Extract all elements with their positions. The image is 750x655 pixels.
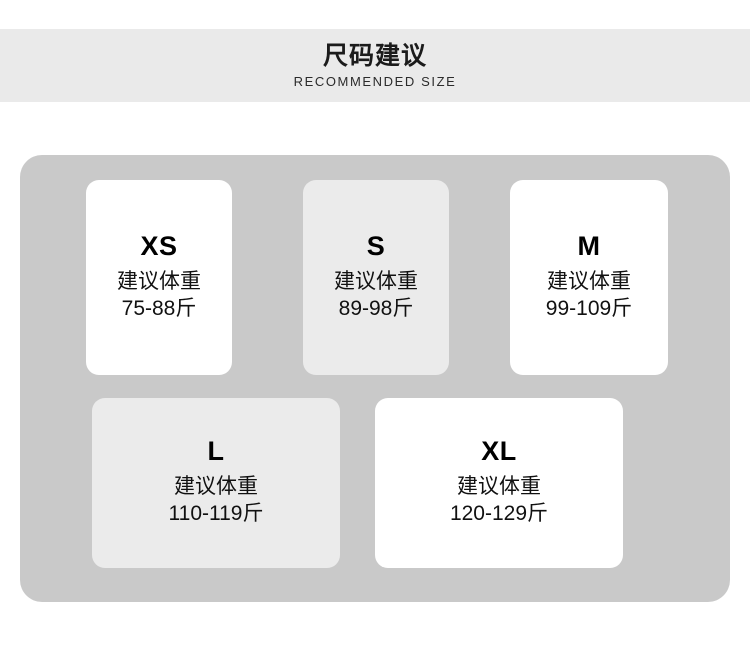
size-card-xl-size: XL [481,436,517,467]
size-card-m-size: M [577,230,601,261]
size-card-m-label: 建议体重 [547,269,631,293]
size-card-l-size: L [207,436,225,467]
size-card-xl-range: 120-129斤 [449,502,549,525]
size-card-xl-label: 建议体重 [457,475,541,499]
size-card-s[interactable]: S 建议体重 89-98斤 [303,180,449,375]
page-title: 尺码建议 [322,41,427,70]
size-card-xl[interactable]: XL 建议体重 120-129斤 [375,398,623,568]
size-cards-panel: XS 建议体重 75-88斤 S 建议体重 89-98斤 M 建议体重 99-1… [20,155,730,602]
size-card-xs-size: XS [140,230,178,261]
size-card-xs-range: 75-88斤 [121,296,197,320]
size-card-l-label: 建议体重 [174,475,258,499]
size-card-s-label: 建议体重 [334,269,418,293]
size-card-m[interactable]: M 建议体重 99-109斤 [510,180,668,375]
size-card-s-range: 89-98斤 [338,296,414,320]
size-card-l-range: 110-119斤 [168,502,264,525]
size-card-l[interactable]: L 建议体重 110-119斤 [92,398,340,568]
size-card-s-size: S [366,230,386,261]
size-card-xs-label: 建议体重 [117,269,201,293]
page-subtitle: RECOMMENDED SIZE [293,73,457,89]
header-banner: 尺码建议 RECOMMENDED SIZE [0,29,750,102]
size-card-xs[interactable]: XS 建议体重 75-88斤 [86,180,232,375]
size-card-m-range: 99-109斤 [545,296,633,320]
